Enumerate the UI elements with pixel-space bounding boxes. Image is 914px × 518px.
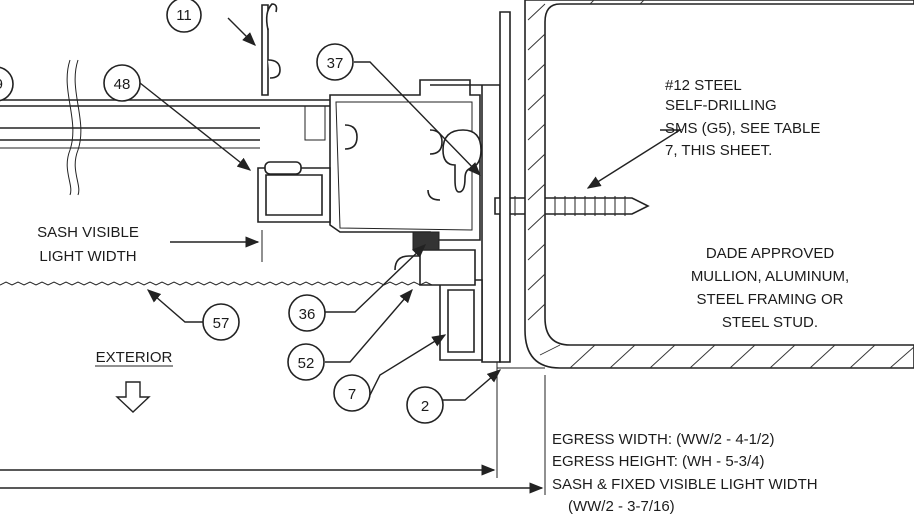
svg-text:MULLION, ALUMINUM,: MULLION, ALUMINUM, (691, 268, 849, 285)
leader-lines (139, 17, 683, 401)
mullion (499, 0, 914, 369)
svg-text:STEEL STUD.: STEEL STUD. (722, 314, 818, 331)
callout-bubble-57: 57 (202, 303, 240, 341)
svg-text:SMS (G5), SEE TABLE: SMS (G5), SEE TABLE (665, 120, 820, 137)
egress-note: EGRESS WIDTH: (WW/2 - 4-1/2) EGRESS HEIG… (552, 431, 818, 515)
mullion-note: DADE APPROVED MULLION, ALUMINUM, STEEL F… (691, 245, 849, 331)
svg-text:EGRESS HEIGHT: (WH - 5-3/4): EGRESS HEIGHT: (WH - 5-3/4) (552, 453, 765, 470)
callout-bubble-52: 52 (287, 343, 325, 381)
frame-jamb (394, 84, 501, 363)
svg-text:EXTERIOR: EXTERIOR (96, 349, 173, 366)
svg-text:(WW/2 - 3-7/16): (WW/2 - 3-7/16) (568, 498, 675, 515)
svg-text:9: 9 (0, 76, 3, 93)
svg-text:7: 7 (348, 386, 356, 403)
callout-bubble-7: 7 (333, 374, 371, 412)
callout-bubble-48: 48 (103, 64, 141, 102)
screw-note: #12 STEEL SELF-DRILLING SMS (G5), SEE TA… (665, 77, 820, 159)
frame-stile (261, 3, 281, 96)
svg-text:DADE APPROVED: DADE APPROVED (706, 245, 835, 262)
sash-visible-note: SASH VISIBLE LIGHT WIDTH (37, 224, 139, 265)
svg-text:2: 2 (421, 398, 429, 415)
svg-text:EGRESS WIDTH: (WW/2 - 4-1/2): EGRESS WIDTH: (WW/2 - 4-1/2) (552, 431, 775, 448)
dimension-lines (0, 230, 546, 495)
callout-bubble-2: 2 (406, 386, 444, 424)
svg-text:SELF-DRILLING: SELF-DRILLING (665, 97, 777, 114)
svg-text:#12 STEEL: #12 STEEL (665, 77, 742, 94)
svg-text:7, THIS SHEET.: 7, THIS SHEET. (665, 142, 772, 159)
screw (494, 196, 650, 216)
svg-text:52: 52 (298, 355, 315, 372)
weatherstrip-line (0, 281, 433, 286)
svg-text:SASH & FIXED VISIBLE LIGHT WID: SASH & FIXED VISIBLE LIGHT WIDTH (552, 476, 818, 493)
svg-text:57: 57 (213, 315, 230, 332)
svg-text:37: 37 (327, 55, 344, 72)
callout-bubble-36: 36 (288, 294, 326, 332)
callout-bubble-9: 9 (0, 66, 14, 102)
svg-text:LIGHT WIDTH: LIGHT WIDTH (39, 248, 136, 265)
svg-text:36: 36 (299, 306, 316, 323)
exterior-label: EXTERIOR (95, 349, 173, 367)
svg-text:STEEL FRAMING OR: STEEL FRAMING OR (697, 291, 844, 308)
svg-text:11: 11 (176, 7, 192, 24)
svg-text:48: 48 (114, 76, 131, 93)
callout-bubble-11: 11 (166, 0, 202, 33)
callout-bubble-37: 37 (316, 43, 354, 81)
glass-pane (0, 59, 330, 196)
svg-text:SASH VISIBLE: SASH VISIBLE (37, 224, 139, 241)
sash-extrusion (257, 79, 481, 241)
exterior-arrow-icon (115, 381, 151, 413)
